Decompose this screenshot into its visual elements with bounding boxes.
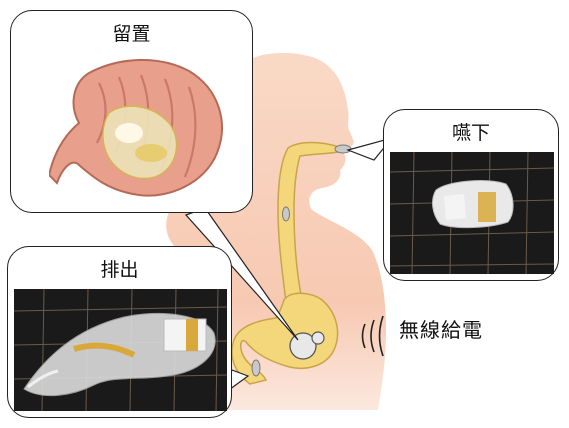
swallow-title: 嚥下: [384, 118, 558, 145]
excretion-title: 排出: [8, 255, 231, 282]
swallowed-capsule: [335, 145, 351, 153]
esophagus-capsule: [283, 207, 290, 221]
expanded-device-photo: [14, 289, 227, 411]
capsule-photo: [390, 152, 554, 274]
wireless-power-label: 無線給電: [399, 314, 483, 343]
swallow-callout: 嚥下: [383, 109, 559, 281]
stomach-illustration: [49, 53, 234, 203]
retention-callout: 留置: [10, 10, 253, 213]
retention-title: 留置: [11, 19, 252, 46]
stomach-device-small: [312, 332, 324, 344]
excretion-callout: 排出: [7, 246, 232, 418]
excreted-device: [252, 360, 260, 376]
